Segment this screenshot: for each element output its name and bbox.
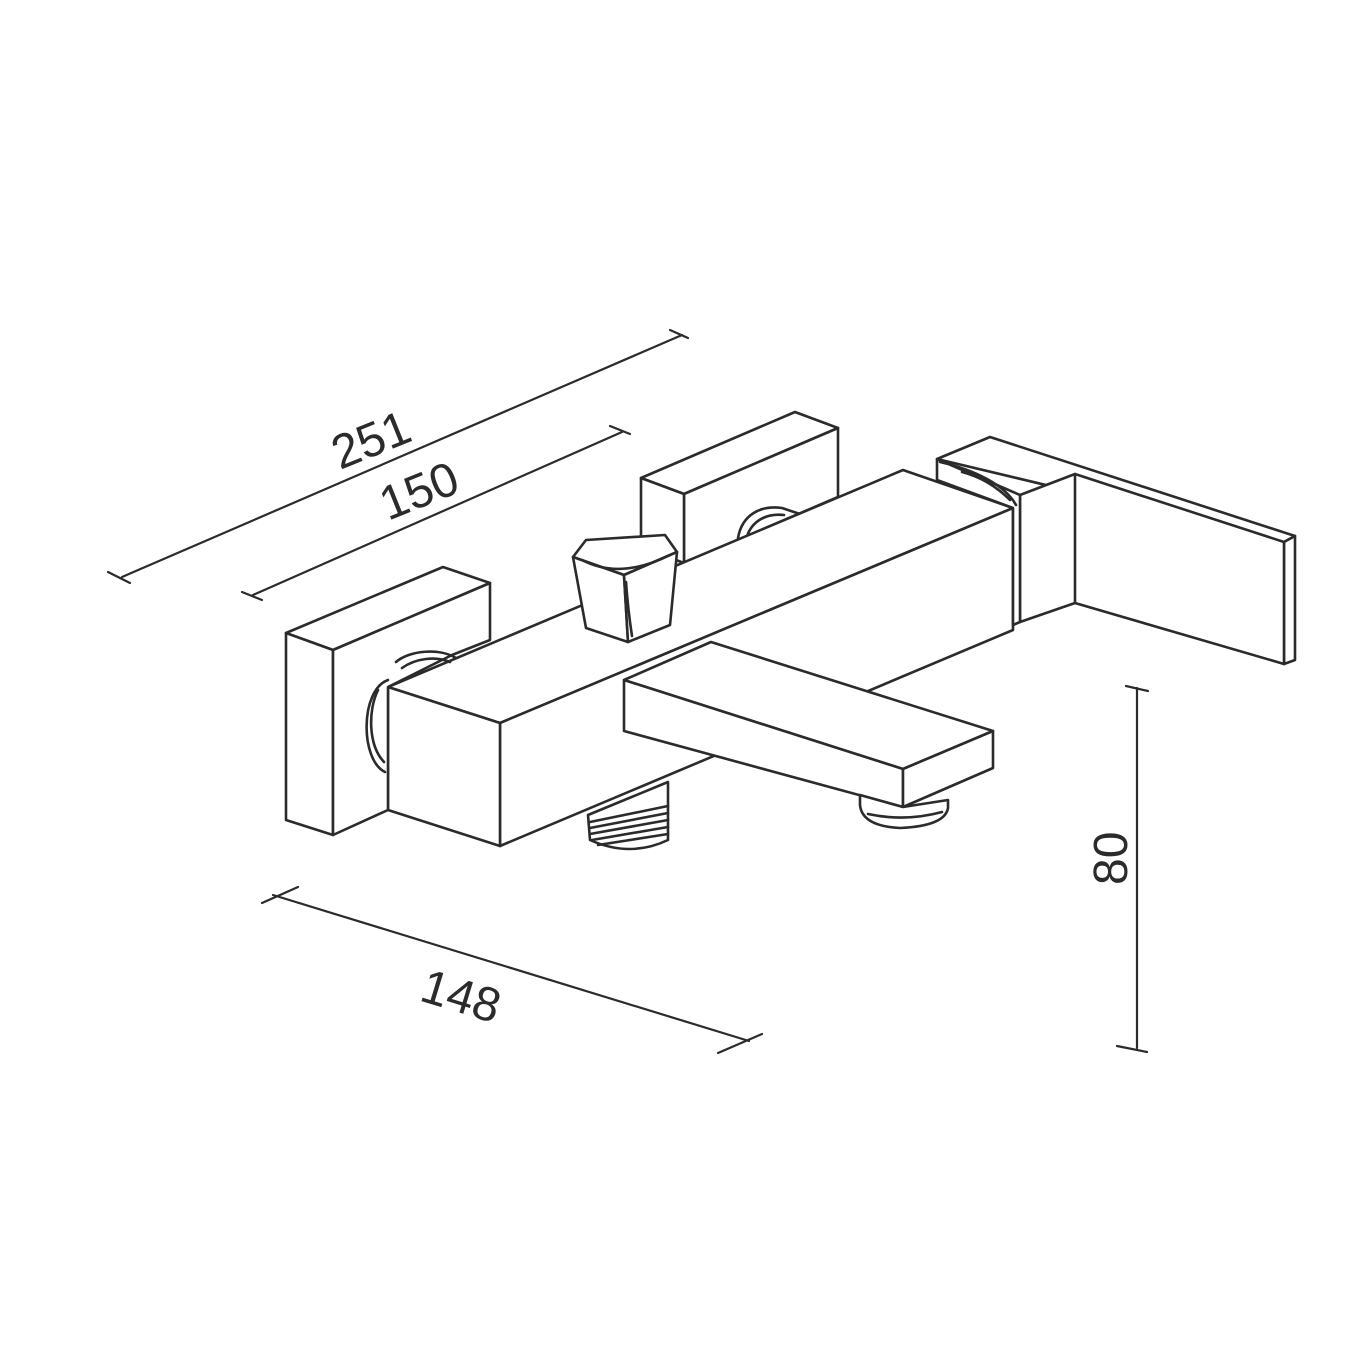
lever-handle — [935, 435, 1297, 666]
shower-outlet-thread — [586, 780, 670, 851]
rear-wall-flange — [639, 410, 840, 565]
dimension-148: 148 — [260, 885, 764, 1055]
diverter-knob — [571, 533, 679, 644]
dimension-label-80: 80 — [1085, 832, 1138, 885]
bath-spout — [622, 640, 995, 830]
dimension-80: 80 — [1085, 684, 1150, 1054]
front-wall-flange — [284, 565, 492, 837]
dimension-label-148: 148 — [415, 960, 507, 1034]
